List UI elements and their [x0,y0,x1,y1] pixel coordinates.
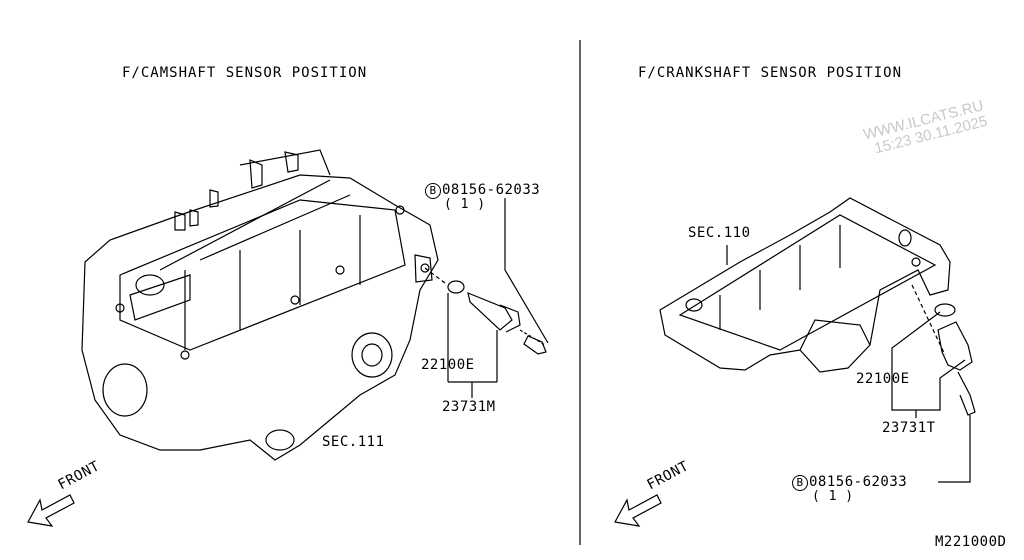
crankshaft-sensor-part-number[interactable]: 23731T [882,420,936,436]
bolt-part-number[interactable]: 08156-62033 [442,182,541,198]
crank-oring-part-number[interactable]: 22100E [856,371,910,387]
section-ref-111[interactable]: SEC.111 [322,434,385,450]
bolt-symbol: B [425,183,441,199]
section-ref-110[interactable]: SEC.110 [688,225,751,241]
crankshaft-sensor-parts [726,245,976,483]
oring-part-number[interactable]: 22100E [421,357,475,373]
diagram-code: M221000D [935,534,1007,550]
bolt-symbol: B [792,475,808,491]
crank-bolt-quantity: ( 1 ) [812,489,854,504]
oil-pan-drawing [659,197,951,373]
crank-bolt-part-number[interactable]: 08156-62033 [809,474,908,490]
camshaft-sensor-parts [424,198,549,398]
bolt-quantity: ( 1 ) [444,197,486,212]
front-arrow-right [614,494,662,527]
cylinder-head-drawing [81,149,439,461]
crankshaft-section-title: F/CRANKSHAFT SENSOR POSITION [638,65,903,81]
camshaft-section-title: F/CAMSHAFT SENSOR POSITION [122,65,368,81]
front-arrow-left [27,494,75,527]
camshaft-sensor-part-number[interactable]: 23731M [442,399,496,415]
